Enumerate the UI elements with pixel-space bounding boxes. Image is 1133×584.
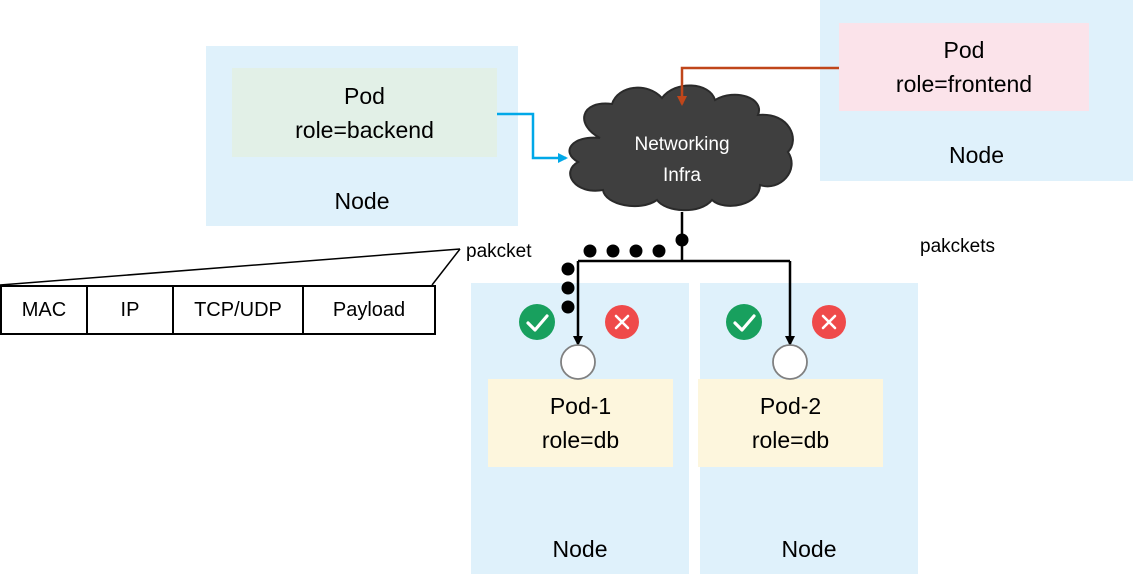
- backend-to-network-arrow: [497, 112, 568, 163]
- packet-label: pakcket: [466, 241, 532, 262]
- db2-pod-role: role=db: [751, 427, 830, 453]
- packet-dot: [583, 244, 597, 258]
- check-icon: [519, 304, 555, 340]
- port-circle-icon: [560, 344, 596, 380]
- db1-pod-title: Pod-1: [549, 393, 612, 419]
- packet-dot: [561, 281, 575, 295]
- cross-icon: [812, 305, 846, 339]
- db1-pod: Pod-1 role=db: [488, 379, 673, 467]
- frontend-pod-title: Pod: [943, 37, 985, 63]
- packet-field-payload: Payload: [302, 285, 436, 335]
- db2-node-label: Node: [781, 536, 837, 562]
- packet-dot: [652, 244, 666, 258]
- backend-pod: Pod role=backend: [232, 68, 497, 157]
- network-label-line2: Infra: [663, 165, 701, 186]
- port-circle-icon: [772, 344, 808, 380]
- backend-node-label: Node: [334, 188, 390, 214]
- db1-pod-role: role=db: [541, 427, 620, 453]
- packet-dot: [561, 262, 575, 276]
- packets-label: pakckets: [920, 236, 995, 257]
- packet-dot: [629, 244, 643, 258]
- db1-node-label: Node: [552, 536, 608, 562]
- packet-callout: [0, 248, 461, 286]
- cross-icon: [605, 305, 639, 339]
- backend-pod-role: role=backend: [295, 116, 434, 143]
- frontend-to-network-arrow: [677, 66, 839, 106]
- packet-field-mac: MAC: [0, 285, 88, 335]
- check-icon: [726, 304, 762, 340]
- packet-dots: [561, 233, 689, 314]
- network-label-line1: Networking: [634, 134, 729, 155]
- network-to-pods-arrows: [573, 212, 795, 346]
- cloud-icon: [568, 84, 794, 212]
- frontend-node-label: Node: [949, 142, 1004, 168]
- frontend-pod: Pod role=frontend: [839, 23, 1089, 111]
- db2-pod-title: Pod-2: [759, 393, 822, 419]
- packet-field-ip: IP: [86, 285, 174, 335]
- backend-pod-title: Pod: [344, 82, 385, 109]
- packet-dot: [561, 300, 575, 314]
- packet-field-tcp-udp: TCP/UDP: [172, 285, 304, 335]
- frontend-pod-role: role=frontend: [895, 71, 1033, 97]
- db2-pod: Pod-2 role=db: [698, 379, 883, 467]
- packet-dot: [606, 244, 620, 258]
- packet-dot: [675, 233, 689, 247]
